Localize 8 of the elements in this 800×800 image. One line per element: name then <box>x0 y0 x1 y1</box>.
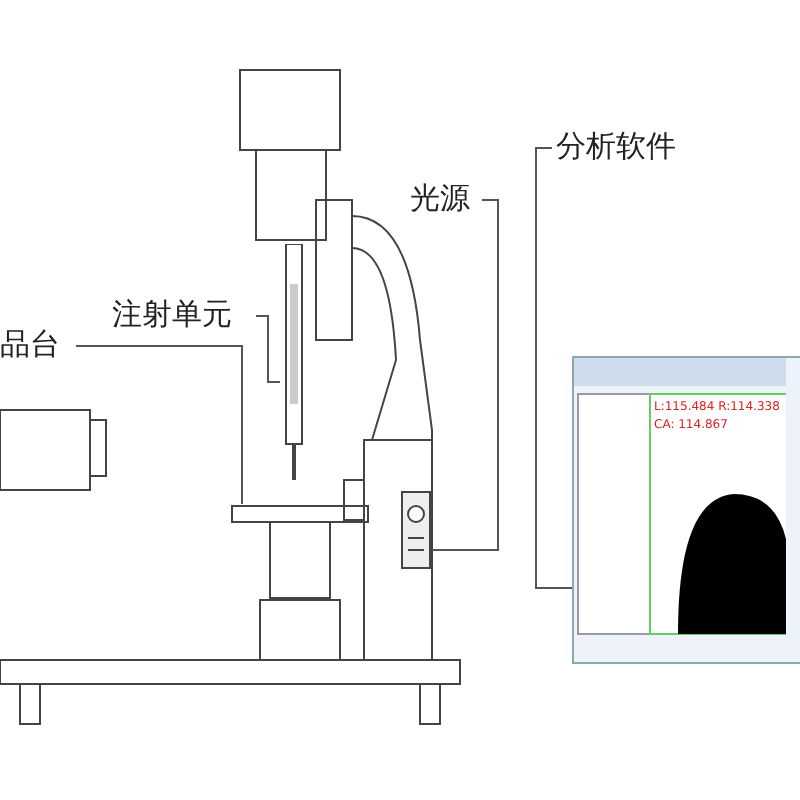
leader-line <box>255 315 281 383</box>
callout-label: 光源 <box>410 180 478 220</box>
leader-line <box>431 199 499 551</box>
leader-line <box>535 147 573 589</box>
callout-label: 分析软件 <box>556 128 704 168</box>
leader-line <box>75 345 243 505</box>
callout-label: 品台 <box>0 326 72 366</box>
callout-label: 注射单元 <box>112 296 252 336</box>
